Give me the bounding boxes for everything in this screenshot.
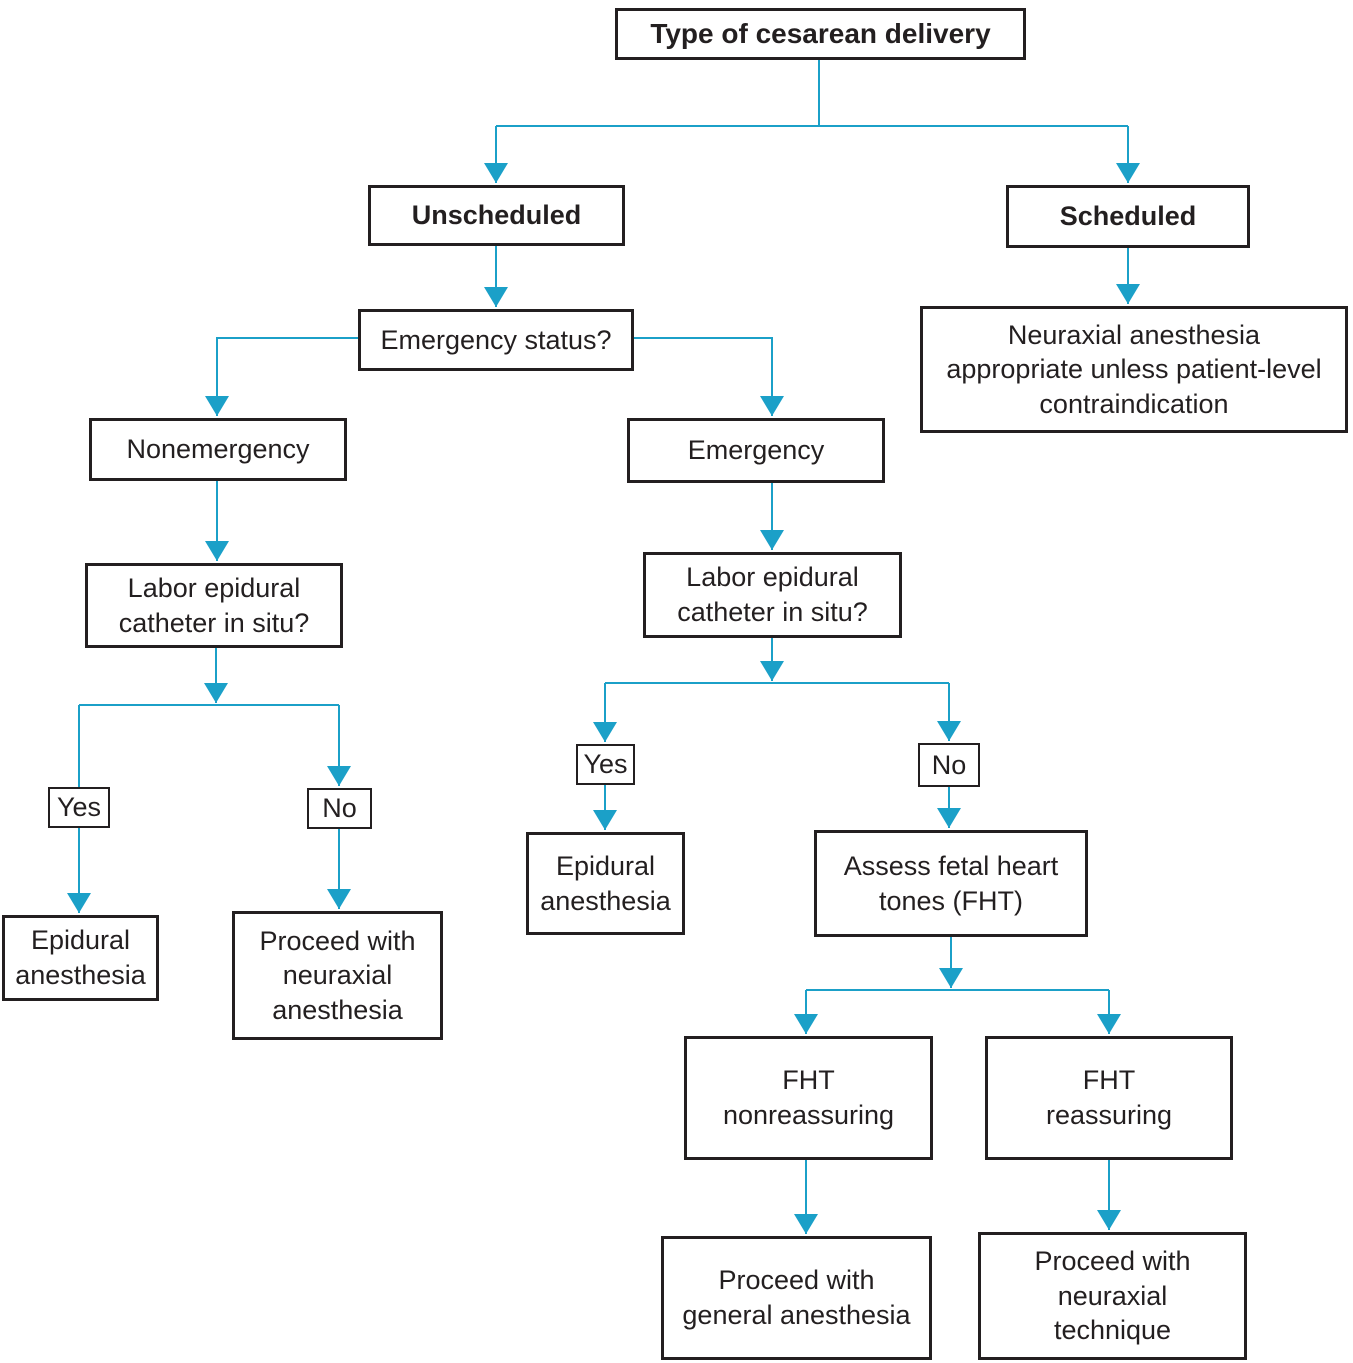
node-no-right: No bbox=[918, 743, 980, 787]
node-epidural-anesthesia-right: Epidural anesthesia bbox=[526, 832, 685, 935]
node-scheduled: Scheduled bbox=[1006, 185, 1250, 248]
node-emergency: Emergency bbox=[627, 418, 885, 483]
node-yes-left: Yes bbox=[48, 787, 110, 828]
node-fht-reassuring: FHT reassuring bbox=[985, 1036, 1233, 1160]
node-neuraxial-appropriate: Neuraxial anesthesia appropriate unless … bbox=[920, 306, 1348, 433]
node-nonemergency: Nonemergency bbox=[89, 418, 347, 481]
node-proceed-neuraxial-technique: Proceed with neuraxial technique bbox=[978, 1232, 1247, 1360]
node-emergency-status: Emergency status? bbox=[358, 309, 634, 371]
node-yes-right: Yes bbox=[576, 744, 635, 785]
node-epidural-anesthesia-left: Epidural anesthesia bbox=[2, 915, 159, 1001]
node-fht-nonreassuring: FHT nonreassuring bbox=[684, 1036, 933, 1160]
node-assess-fetal-heart-tones: Assess fetal heart tones (FHT) bbox=[814, 830, 1088, 937]
node-labor-epidural-in-situ-left: Labor epidural catheter in situ? bbox=[85, 563, 343, 648]
node-proceed-general-anesthesia: Proceed with general anesthesia bbox=[661, 1236, 932, 1360]
node-proceed-neuraxial-anesthesia: Proceed with neuraxial anesthesia bbox=[232, 911, 443, 1040]
node-unscheduled: Unscheduled bbox=[368, 185, 625, 246]
node-no-left: No bbox=[307, 788, 372, 829]
node-type-of-cesarean-delivery: Type of cesarean delivery bbox=[615, 8, 1026, 60]
node-labor-epidural-in-situ-right: Labor epidural catheter in situ? bbox=[643, 552, 902, 638]
